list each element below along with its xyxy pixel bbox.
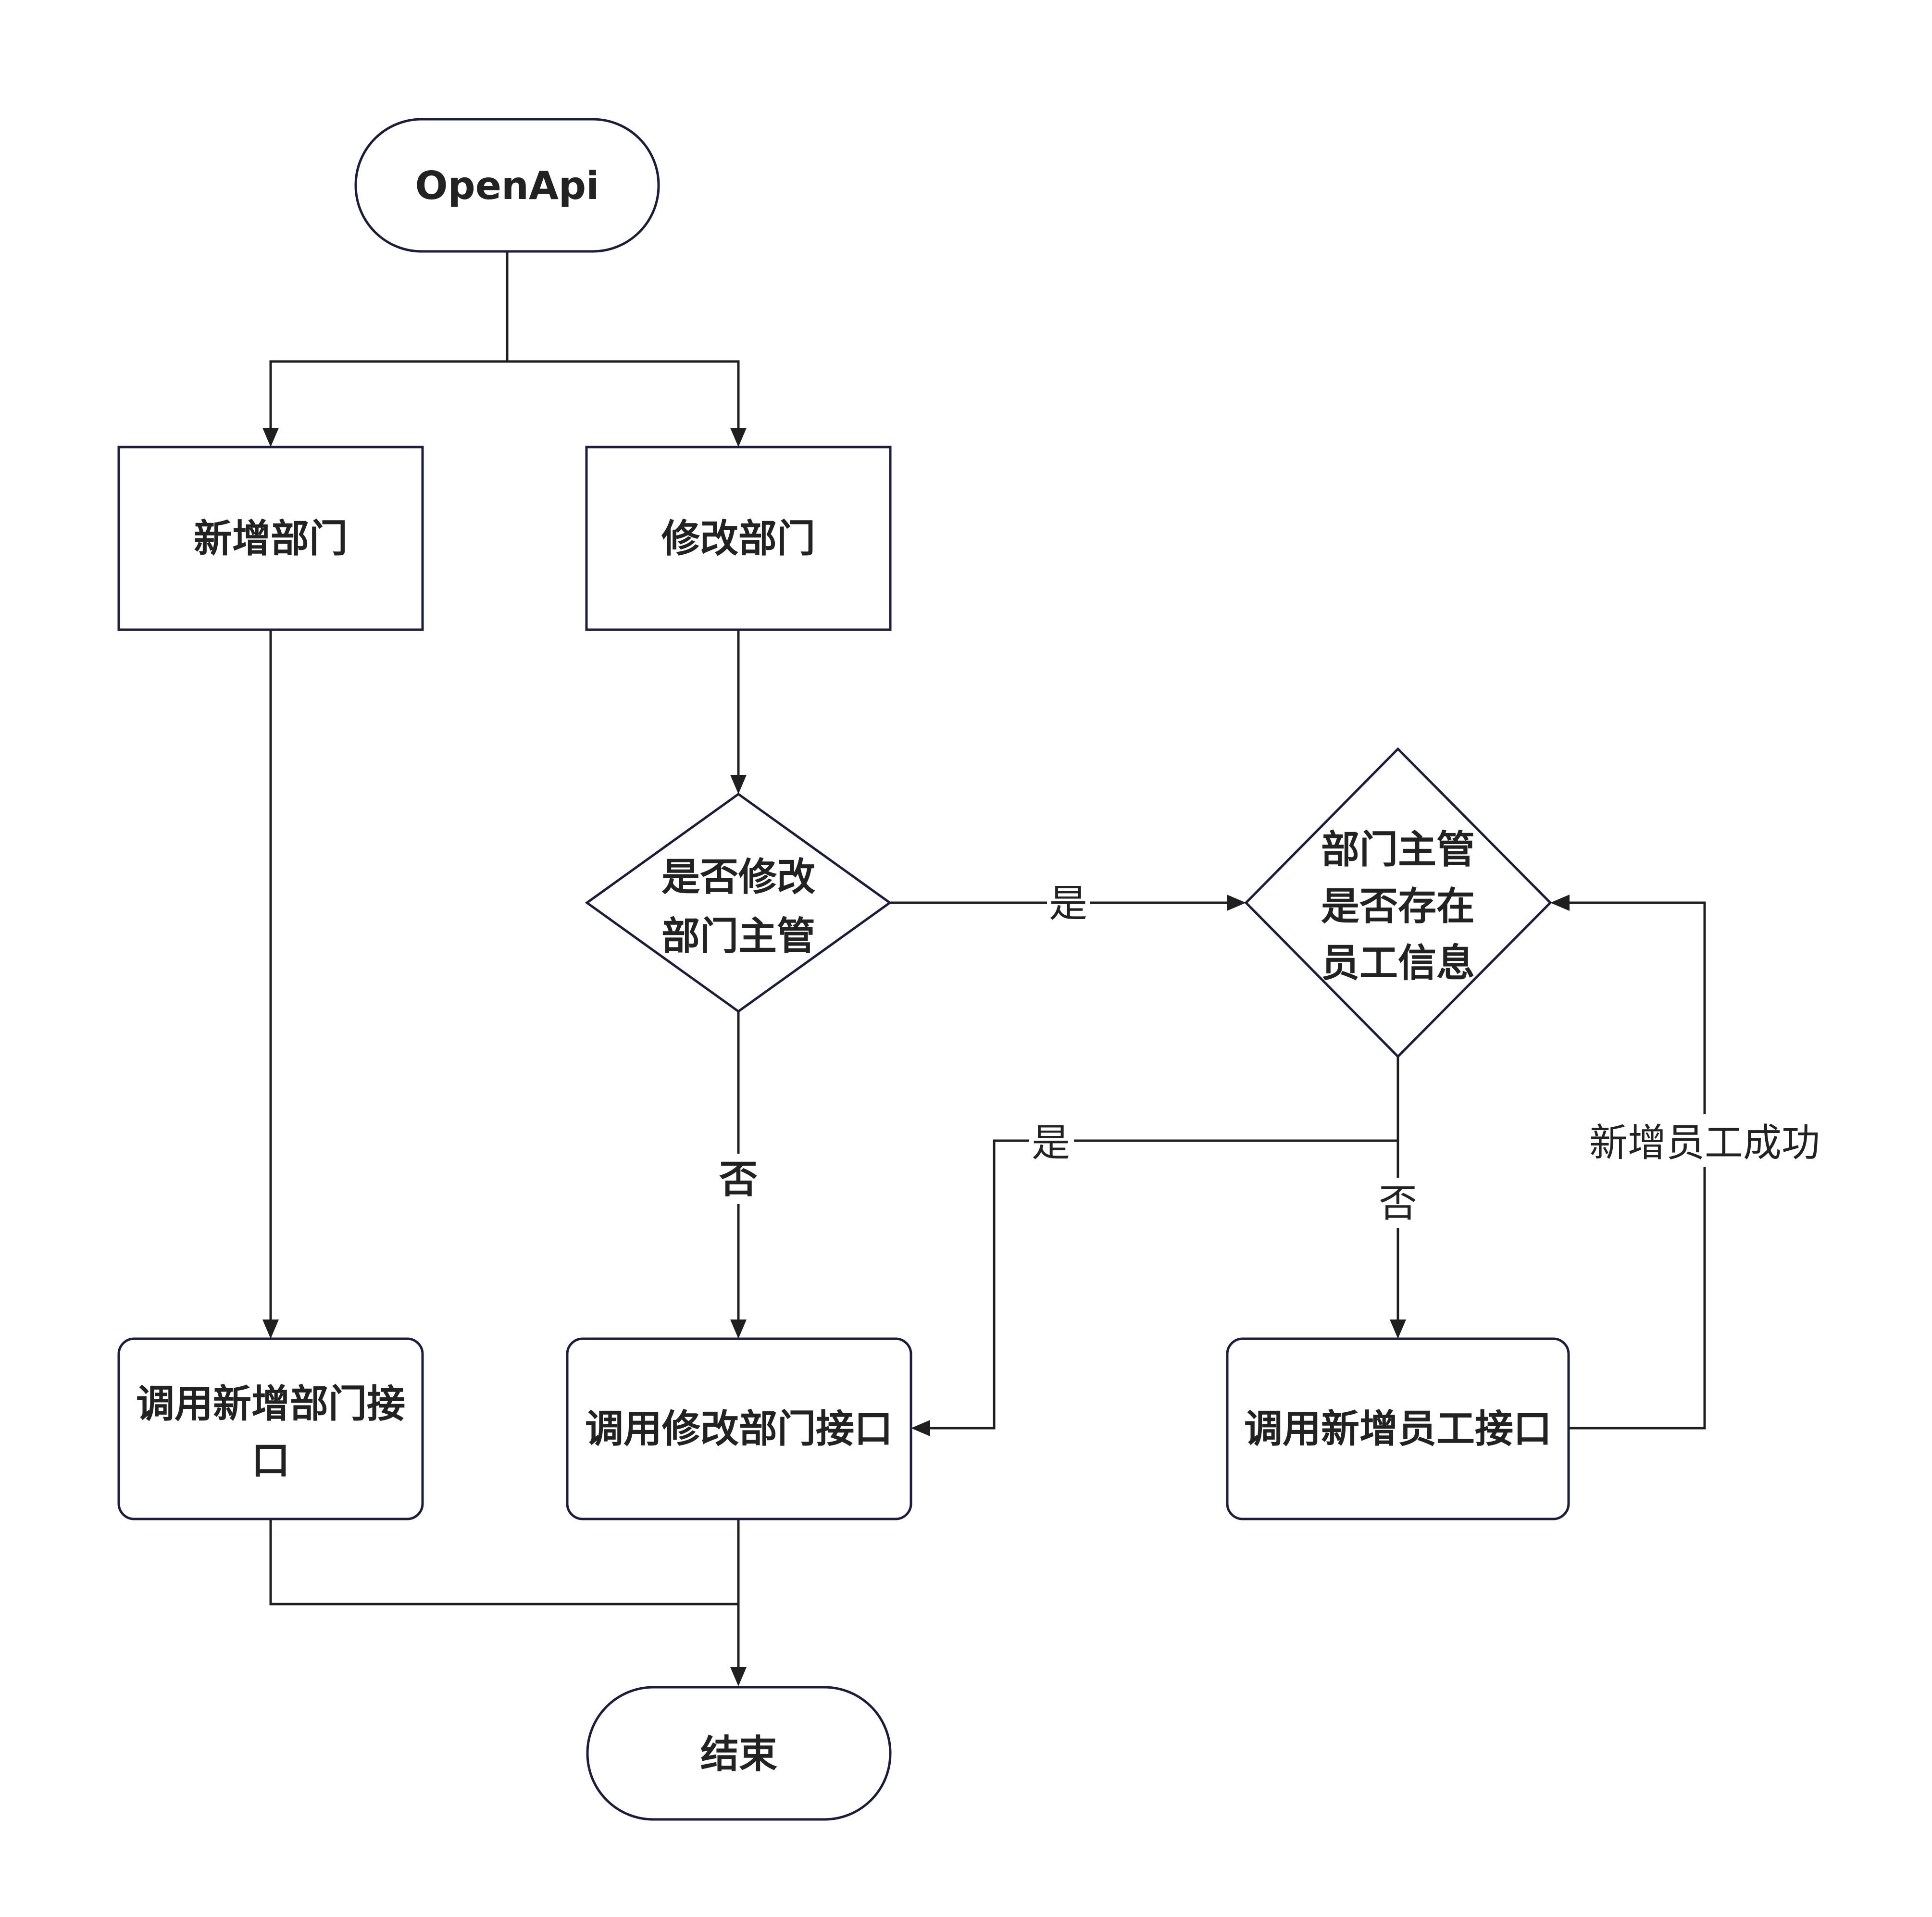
label-exists-yes: 是 <box>1032 1120 1070 1165</box>
decision-modify-manager-node[interactable]: 是否修改 部门主管 <box>585 792 892 1013</box>
label-add-employee-success: 新增员工成功 <box>1589 1120 1820 1165</box>
label-modify-no: 否 <box>719 1157 758 1202</box>
arrow-to-decision-modify <box>730 775 747 794</box>
decision-manager-exists-node[interactable]: 部门主管 是否存在 员工信息 <box>1244 747 1552 1058</box>
label-modify-yes: 是 <box>1049 881 1087 926</box>
call-add-dept-line1: 调用新增部门接 <box>136 1382 405 1426</box>
modify-dept-node[interactable]: 修改部门 <box>585 446 892 631</box>
start-label: OpenApi <box>415 163 599 208</box>
decision-manager-exists-line2: 是否存在 <box>1321 884 1475 929</box>
edge-split-to-modify-dept <box>507 360 740 433</box>
edge-labels: 是 否 是 否 新增员工成功 <box>716 877 1828 1228</box>
arrow-exists-yes <box>911 1420 930 1436</box>
arrow-exists-no <box>1390 1319 1406 1339</box>
arrow-to-end <box>730 1667 747 1686</box>
arrow-modify-no <box>730 1319 747 1339</box>
decision-manager-exists-line1: 部门主管 <box>1321 827 1475 872</box>
edge-split-to-add-dept <box>269 360 507 433</box>
end-node[interactable]: 结束 <box>586 1686 892 1821</box>
call-modify-dept-label: 调用修改部门接口 <box>585 1407 893 1451</box>
add-dept-node[interactable]: 新增部门 <box>117 446 424 631</box>
call-add-dept-node[interactable]: 调用新增部门接 口 <box>117 1337 424 1520</box>
arrow-to-call-add-dept <box>262 1319 279 1339</box>
arrow-to-modify-dept <box>730 428 747 447</box>
arrow-add-employee-success <box>1550 895 1570 911</box>
decision-modify-manager-line1: 是否修改 <box>661 855 815 899</box>
nodes: OpenApi 新增部门 修改部门 是否修改 部门主管 部门主管 是否存在 员工… <box>117 118 1570 1821</box>
end-label: 结束 <box>700 1732 777 1777</box>
call-add-employee-node[interactable]: 调用新增员工接口 <box>1226 1337 1570 1520</box>
label-exists-no: 否 <box>1379 1181 1417 1226</box>
edge-call-add-dept-to-merge <box>269 1519 738 1606</box>
decision-modify-manager-line2: 部门主管 <box>661 914 815 958</box>
arrow-modify-yes <box>1227 895 1246 911</box>
modify-dept-label: 修改部门 <box>661 516 815 561</box>
start-node[interactable]: OpenApi <box>354 118 660 253</box>
call-add-employee-label: 调用新增员工接口 <box>1244 1407 1552 1451</box>
decision-manager-exists-line3: 员工信息 <box>1321 941 1475 985</box>
call-add-dept-line2: 口 <box>251 1438 290 1483</box>
arrow-to-add-dept <box>262 428 279 447</box>
edge-exists-yes <box>926 1139 1398 1430</box>
add-dept-label: 新增部门 <box>194 516 348 561</box>
call-modify-dept-node[interactable]: 调用修改部门接口 <box>566 1337 912 1520</box>
